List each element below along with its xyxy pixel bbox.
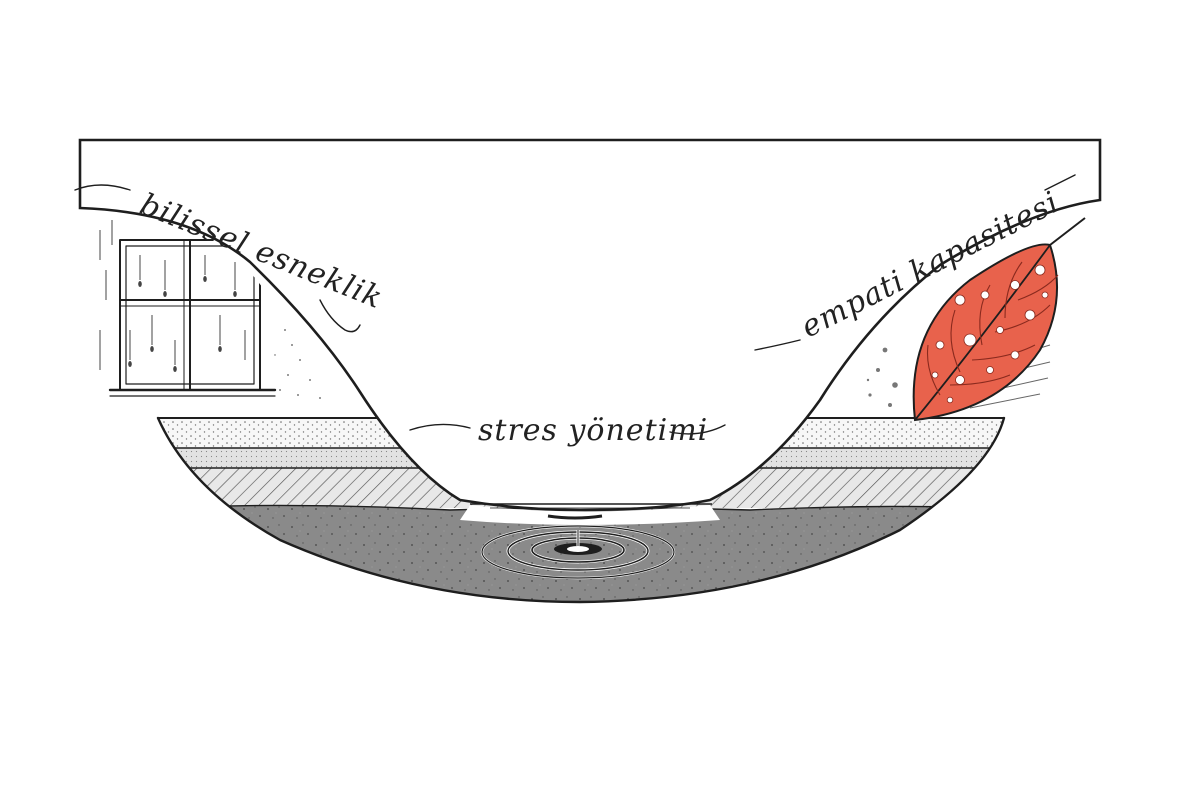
bowl-outline xyxy=(156,416,1006,604)
valley-surface xyxy=(78,138,1102,512)
label-stres-yonetimi: stres yönetimi xyxy=(478,413,708,448)
flourishes xyxy=(74,174,1076,435)
leaf-icon xyxy=(866,217,1086,422)
water-pool xyxy=(460,503,720,525)
window-icon xyxy=(99,220,321,399)
ripple-icon xyxy=(480,524,676,580)
